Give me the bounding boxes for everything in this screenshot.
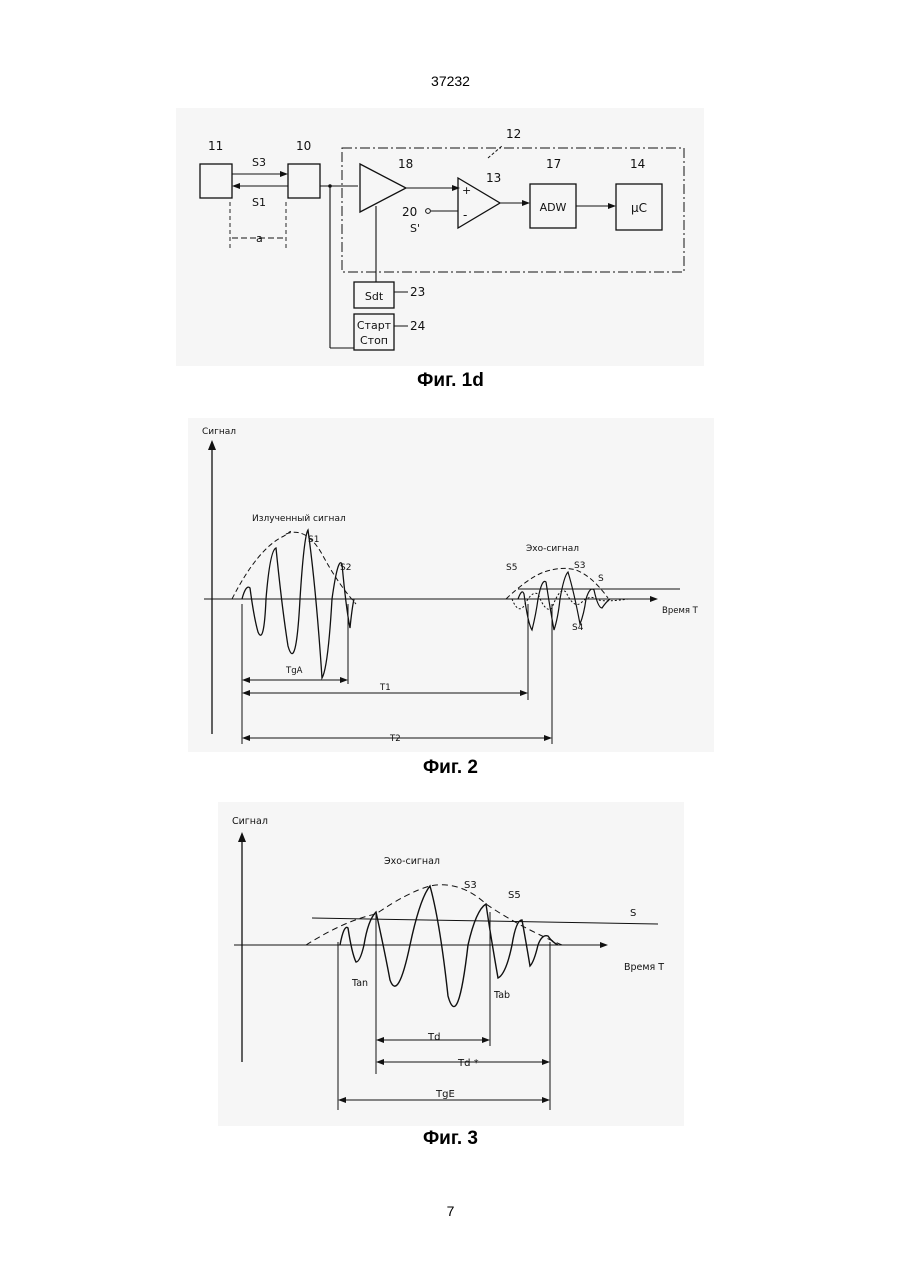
label-12: 12 <box>506 127 521 141</box>
dimension-tga: TgA <box>285 666 303 676</box>
echo-envelope <box>506 568 608 599</box>
figure-1d-block-diagram: 11 10 S3 S1 a 12 18 13 + - 20 <box>176 108 704 366</box>
echo-signal-label: Эхо-сигнал <box>384 856 440 867</box>
page-header-number: 37232 <box>0 73 901 89</box>
sdt-label: Sdt <box>365 290 384 303</box>
echo-waveform <box>340 886 558 1007</box>
label-minus: - <box>463 208 467 222</box>
threshold-line <box>312 918 658 924</box>
label-24: 24 <box>410 319 425 333</box>
emitted-s2-label: S2 <box>340 563 351 573</box>
stop-label: Стоп <box>360 334 388 347</box>
figure-2-signal-plot: Сигнал Время T S Излученный сигнал S1 S2… <box>188 418 714 752</box>
echo-waveform <box>518 572 610 630</box>
emitted-signal-label: Излученный сигнал <box>252 514 346 524</box>
echo-envelope <box>306 885 562 945</box>
block-10 <box>288 164 320 198</box>
figure-1d-caption: Фиг. 1d <box>0 370 901 392</box>
label-18: 18 <box>398 157 413 171</box>
tan-label: Tan <box>351 978 368 989</box>
s3-label: S3 <box>464 880 477 891</box>
threshold-label: S <box>630 908 636 919</box>
label-20: 20 <box>402 205 417 219</box>
page-number: 7 <box>0 1203 901 1219</box>
adw-label: ADW <box>540 201 567 214</box>
echo-dotted-waveform <box>512 591 628 610</box>
label-s3: S3 <box>252 156 266 169</box>
label-13: 13 <box>486 171 501 185</box>
label-s-prime: S' <box>410 222 420 235</box>
y-axis-label: Сигнал <box>232 816 268 827</box>
dimension-td: Td <box>427 1032 440 1043</box>
label-10: 10 <box>296 139 311 153</box>
label-23: 23 <box>410 285 425 299</box>
echo-detail-svg: Сигнал Время T S Эхо-сигнал S3 S5 Tan Ta… <box>218 802 684 1126</box>
label-17: 17 <box>546 157 561 171</box>
tab-label: Tab <box>493 990 510 1001</box>
dimension-t2: T2 <box>389 734 401 744</box>
figure-2-caption: Фиг. 2 <box>0 757 901 779</box>
label-plus: + <box>462 184 471 197</box>
block-diagram-svg: 11 10 S3 S1 a 12 18 13 + - 20 <box>176 108 704 366</box>
s5-label: S5 <box>508 890 521 901</box>
label-14: 14 <box>630 157 645 171</box>
dimension-td-star: Td * <box>457 1058 479 1069</box>
y-axis-label: Сигнал <box>202 427 236 437</box>
echo-s5-label: S5 <box>506 563 517 573</box>
figure-3-echo-detail: Сигнал Время T S Эхо-сигнал S3 S5 Tan Ta… <box>218 802 684 1126</box>
figure-3-caption: Фиг. 3 <box>0 1128 901 1150</box>
signal-plot-svg: Сигнал Время T S Излученный сигнал S1 S2… <box>188 418 714 752</box>
emitted-waveform <box>242 530 354 678</box>
echo-s3-label: S3 <box>574 561 585 571</box>
emitted-s1-label: S1 <box>308 535 319 545</box>
x-axis-label: Время T <box>624 962 664 973</box>
block-11 <box>200 164 232 198</box>
label-a: a <box>256 232 263 245</box>
label-11: 11 <box>208 139 223 153</box>
dimension-tge: TgE <box>435 1089 455 1100</box>
threshold-label: S <box>598 574 604 584</box>
uc-label: µC <box>631 201 647 215</box>
x-axis-label: Время T <box>662 606 699 616</box>
echo-signal-label: Эхо-сигнал <box>526 544 579 554</box>
echo-s4-label: S4 <box>572 623 584 633</box>
label-s1: S1 <box>252 196 266 209</box>
dimension-t1: T1 <box>379 683 391 693</box>
amplifier-18 <box>360 164 406 212</box>
start-label: Старт <box>357 319 392 332</box>
